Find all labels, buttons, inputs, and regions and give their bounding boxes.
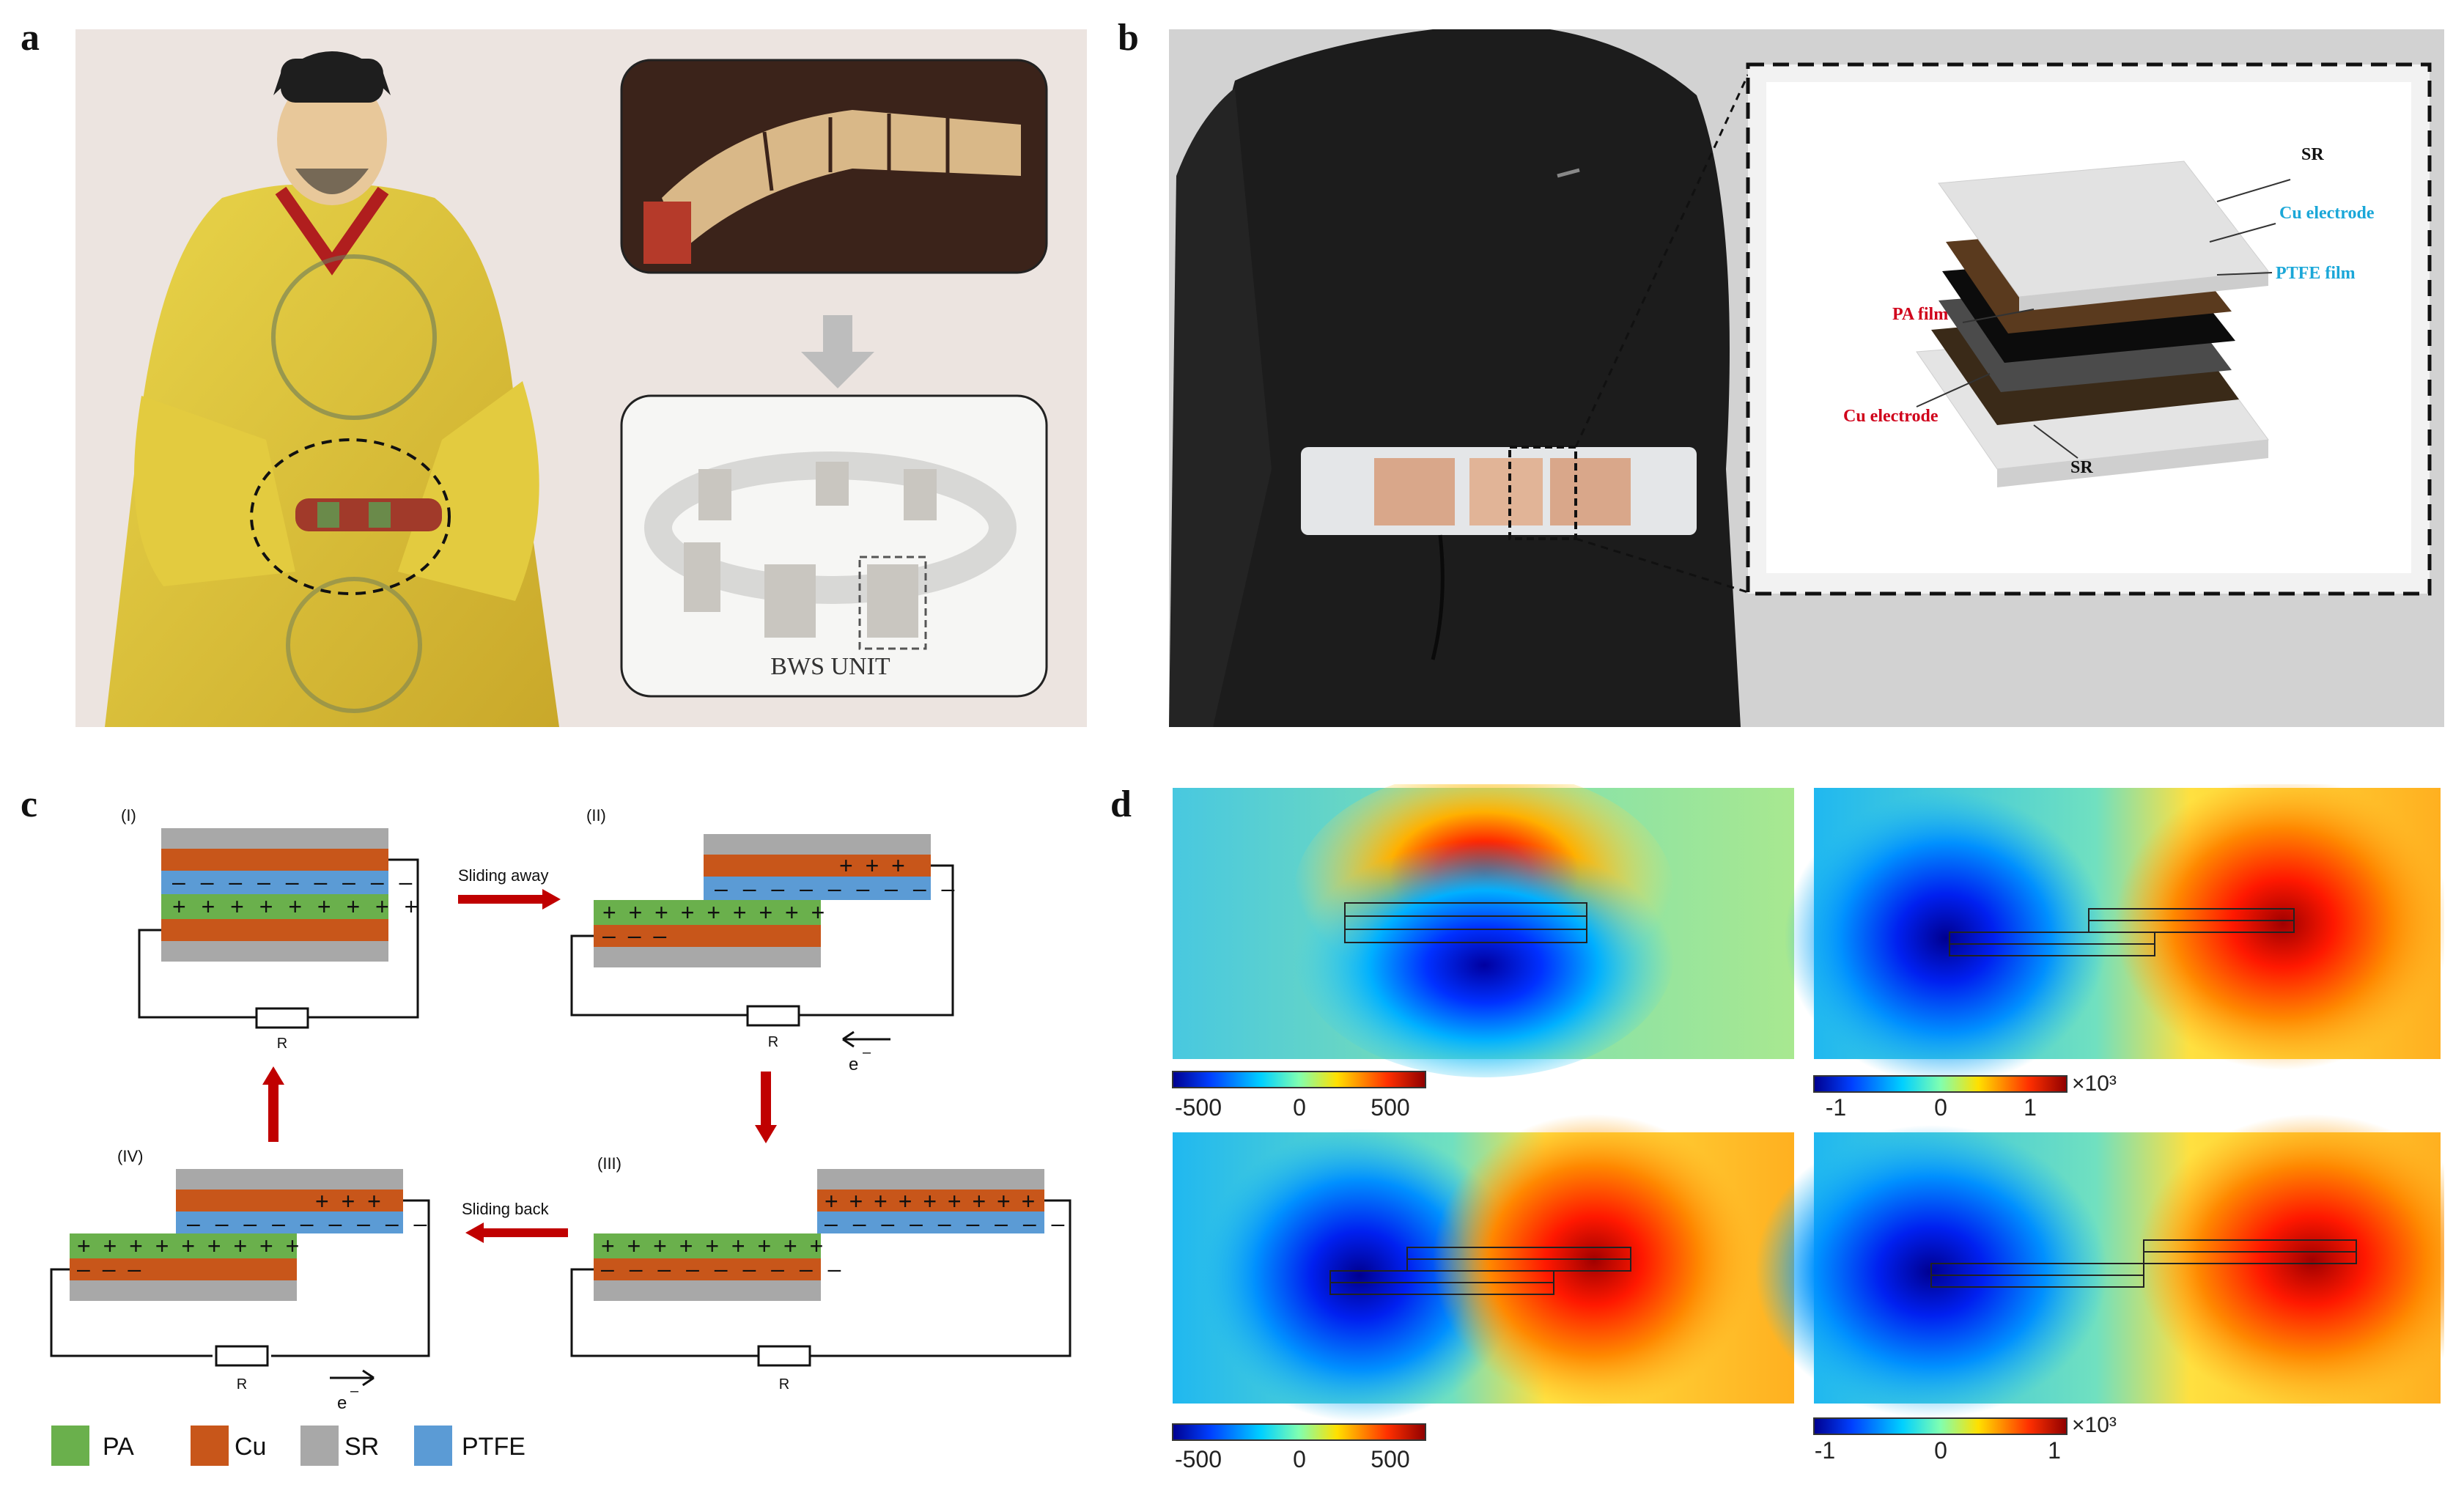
panel-d: -500 0 500 ×10³ -1 0 1 -500 0 500 ×10³ -… — [1169, 784, 2444, 1484]
svg-text:– – –: – – – — [77, 1255, 144, 1282]
svg-text:+ + +: + + + — [839, 852, 908, 879]
panel-label-c: c — [21, 783, 38, 825]
field-map-3 — [1173, 1114, 1794, 1422]
stage-label-2: (II) — [586, 806, 606, 825]
legend-swatch-ptfe — [414, 1426, 452, 1466]
electron-label-2: e — [849, 1055, 858, 1074]
emperor-painting-illustration: BWS UNIT — [105, 51, 1048, 727]
svg-text:+ + + + + + + + +: + + + + + + + + + — [825, 1188, 1037, 1214]
resistor-label-2: R — [768, 1034, 778, 1050]
colorbar-3-tick-2: 500 — [1371, 1446, 1409, 1472]
colorbar-1-tick-0: -500 — [1175, 1094, 1222, 1121]
svg-text:+ + +: + + + — [315, 1188, 384, 1214]
legend-swatch-sr — [300, 1426, 339, 1466]
ptfe-film-label: PTFE film — [2276, 264, 2356, 283]
legend: PA Cu SR PTFE — [51, 1426, 525, 1466]
sliding-back-label: Sliding back — [462, 1200, 550, 1218]
svg-text:– – – – – – – – –: – – – – – – – – – — [601, 1255, 845, 1282]
colorbar-3-tick-1: 0 — [1293, 1446, 1306, 1472]
belt-wearer-illustration: SR Cu electrode PTFE film PA film Cu ele… — [1169, 29, 2432, 727]
legend-label-pa: PA — [103, 1433, 134, 1461]
cu-electrode-bottom-label: Cu electrode — [1843, 407, 1939, 426]
sr-top-label: SR — [2301, 145, 2324, 164]
legend-swatch-pa — [51, 1426, 89, 1466]
svg-text:+ + + + + + + + +: + + + + + + + + + — [602, 899, 827, 926]
stage-label-1: (I) — [121, 806, 136, 825]
svg-text:–: – — [863, 1044, 871, 1061]
panel-a: BWS UNIT — [75, 29, 1087, 727]
svg-text:– – – – – – – – –: – – – – – – – – – — [187, 1210, 431, 1236]
field-map-2 — [1785, 784, 2444, 1085]
stage-3-stack: + + + + + + + + + – – – – – – – – – + + … — [594, 1169, 1069, 1301]
field-map-1 — [1173, 784, 1794, 1077]
colorbar-2: ×10³ -1 0 1 — [1813, 1072, 2117, 1121]
panel-b: SR Cu electrode PTFE film PA film Cu ele… — [1169, 29, 2444, 727]
svg-text:– – – – – – – – –: – – – – – – – – – — [825, 1210, 1069, 1236]
resistor-label-1: R — [277, 1036, 287, 1052]
legend-label-ptfe: PTFE — [462, 1433, 525, 1461]
svg-text:– – – – – – – – –: – – – – – – – – – — [715, 875, 959, 901]
resistor-label-3: R — [779, 1376, 789, 1393]
stage-2-stack: + + + – – – – – – – – – + + + + + + + + … — [594, 834, 959, 967]
colorbar-2-multiplier: ×10³ — [2072, 1072, 2117, 1096]
pa-film-label: PA film — [1892, 305, 1948, 324]
colorbar-2-tick-0: -1 — [1826, 1094, 1846, 1121]
resistor-label-4: R — [237, 1376, 247, 1393]
colorbar-4-multiplier: ×10³ — [2072, 1413, 2117, 1437]
legend-swatch-cu — [191, 1426, 229, 1466]
field-map-4 — [1755, 1114, 2444, 1418]
svg-text:– – –: – – – — [602, 922, 669, 948]
svg-text:– – – – – – – – –: – – – – – – – – – — [172, 868, 416, 895]
svg-text:+ + + + + + + + +: + + + + + + + + + — [172, 893, 422, 920]
stage-1-stack: – – – – – – – – – + + + + + + + + + — [161, 828, 422, 962]
stage-4-stack: + + + – – – – – – – – – + + + + + + + + … — [70, 1169, 431, 1301]
colorbar-1-tick-2: 500 — [1371, 1094, 1409, 1121]
sliding-mechanism-diagram: (I) – – – – – – – – – + + + + + + + + + … — [50, 806, 1071, 1466]
panel-label-d: d — [1110, 783, 1132, 825]
cu-electrode-top-label: Cu electrode — [2279, 204, 2375, 223]
electron-label-4: e — [337, 1393, 347, 1413]
potential-field-maps: -500 0 500 ×10³ -1 0 1 -500 0 500 ×10³ -… — [1172, 784, 2444, 1472]
colorbar-4-tick-0: -1 — [1815, 1437, 1835, 1464]
sliding-away-label: Sliding away — [458, 866, 549, 885]
panel-c: (I) – – – – – – – – – + + + + + + + + + … — [29, 792, 1085, 1484]
svg-text:+ + + + + + + + +: + + + + + + + + + — [77, 1233, 302, 1259]
svg-text:–: – — [350, 1383, 359, 1399]
legend-label-cu: Cu — [235, 1433, 266, 1461]
svg-text:+ + + + + + + + +: + + + + + + + + + — [601, 1233, 826, 1259]
colorbar-1-tick-1: 0 — [1293, 1094, 1306, 1121]
panel-label-b: b — [1118, 17, 1139, 59]
legend-label-sr: SR — [344, 1433, 379, 1461]
colorbar-4: ×10³ -1 0 1 — [1813, 1413, 2117, 1464]
stage-label-3: (III) — [597, 1154, 621, 1173]
colorbar-2-tick-2: 1 — [2024, 1094, 2037, 1121]
colorbar-3-tick-0: -500 — [1175, 1446, 1222, 1472]
colorbar-3: -500 0 500 — [1172, 1423, 1426, 1472]
panel-label-a: a — [21, 17, 40, 59]
layer-stack-illustration — [1916, 161, 2269, 487]
colorbar-4-tick-1: 0 — [1934, 1437, 1947, 1464]
bws-unit-label: BWS UNIT — [770, 653, 890, 680]
colorbar-4-tick-2: 1 — [2048, 1437, 2061, 1464]
stage-label-4: (IV) — [117, 1147, 143, 1165]
colorbar-2-tick-1: 0 — [1934, 1094, 1947, 1121]
sr-bottom-label: SR — [2070, 458, 2093, 477]
colorbar-1: -500 0 500 — [1172, 1071, 1426, 1121]
